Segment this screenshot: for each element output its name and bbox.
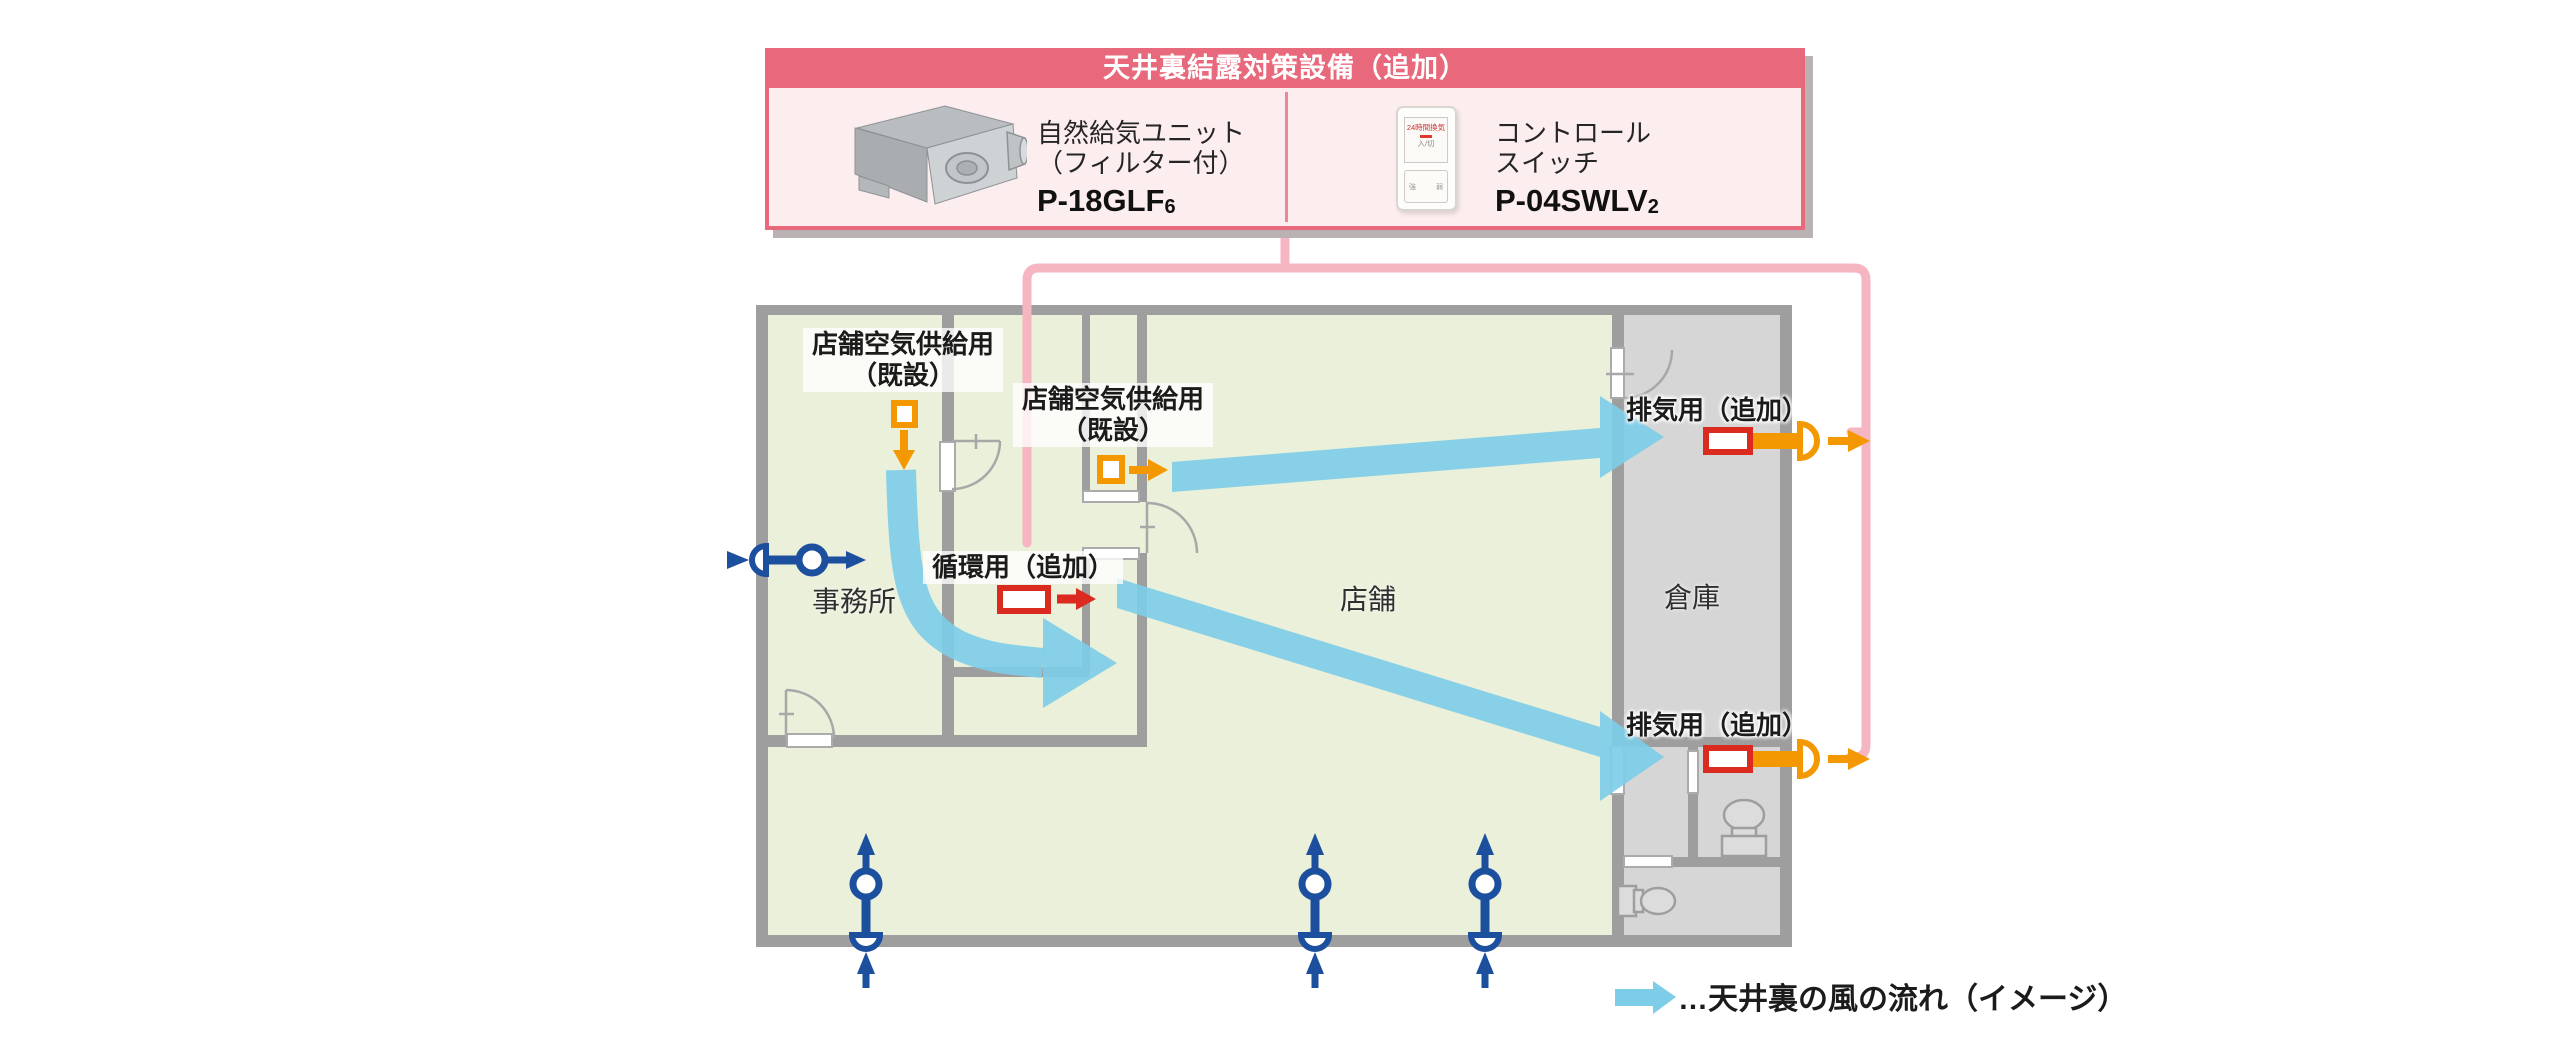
switch-indicator-bar	[1420, 135, 1432, 138]
control-switch-model-base: P-04SWLV	[1495, 183, 1648, 218]
door-gap-office-right	[939, 441, 956, 492]
exhaust-unit-bottom	[1703, 745, 1753, 773]
room-label-store: 店舗	[1339, 584, 1396, 615]
label-supply-office-line2: （既設）	[850, 360, 955, 390]
supply-unit-text: 自然給気ユニット （フィルター付） P-18GLF6	[1037, 118, 1245, 222]
door-gap-office-bottom	[786, 733, 833, 748]
supply-unit-model-base: P-18GLF	[1037, 183, 1165, 218]
room-label-warehouse: 倉庫	[1663, 582, 1720, 613]
label-supply-office: 店舗空気供給用 （既設）	[803, 328, 1003, 392]
wall-toilet-mid	[1612, 857, 1780, 867]
control-switch-photo: 24時間換気 入/切 強 弱	[1396, 106, 1457, 211]
supply-unit-model: P-18GLF6	[1037, 183, 1245, 222]
control-switch-text: コントロール スイッチ P-04SWLV2	[1495, 118, 1659, 222]
control-switch-model: P-04SWLV2	[1495, 183, 1659, 222]
label-supply-store-line1: 店舗空気供給用	[1021, 384, 1204, 414]
circulation-unit	[997, 585, 1051, 614]
slide-gap-toilet-left	[1610, 745, 1625, 795]
switch-mid-label: 入/切	[1417, 139, 1435, 148]
door-gap-warehouse	[1610, 347, 1625, 399]
switch-top-label: 24時間換気	[1406, 123, 1446, 132]
wall-top	[756, 305, 1792, 315]
supply-vent-office	[891, 400, 918, 428]
control-switch-name-line1: コントロール	[1495, 118, 1652, 148]
switch-btn-right: 弱	[1436, 183, 1443, 191]
header-title: 天井裏結露対策設備（追加）	[765, 48, 1805, 88]
vestibule-pocket-top	[1082, 490, 1140, 503]
supply-vent-store	[1097, 455, 1125, 484]
control-switch-indicator: 24時間換気 入/切	[1404, 117, 1448, 163]
label-supply-store-line2: （既設）	[1060, 415, 1165, 445]
control-switch-model-sub: 2	[1647, 196, 1659, 218]
legend-text: …天井裏の風の流れ（イメージ）	[1678, 983, 2128, 1016]
label-circulation: 循環用（追加）	[923, 551, 1123, 584]
label-supply-store: 店舗空気供給用 （既設）	[1013, 383, 1213, 447]
header-divider	[1285, 92, 1288, 222]
legend-flow-arrow-icon	[1615, 981, 1676, 1014]
supply-unit-name-line2: （フィルター付）	[1037, 148, 1245, 178]
control-switch-button: 強 弱	[1404, 170, 1448, 203]
wall-shaft-right-lower	[1137, 553, 1147, 740]
control-switch-name-line2: スイッチ	[1495, 148, 1600, 178]
supply-unit-model-sub: 6	[1164, 196, 1176, 218]
exhaust-unit-top	[1703, 427, 1753, 455]
label-supply-office-line1: 店舗空気供給用	[811, 329, 994, 359]
wall-circroom-bottom	[948, 667, 1090, 677]
room-label-office: 事務所	[811, 586, 896, 617]
supply-unit-photo	[854, 105, 1027, 205]
label-exhaust-top: 排気用（追加）	[1625, 395, 1808, 425]
wall-toilet-vertical	[1688, 747, 1698, 867]
supply-unit-name-line1: 自然給気ユニット	[1037, 118, 1246, 148]
header-box: 天井裏結露対策設備（追加） 自然給気ユニット （フィルター付） P-18GLF6	[765, 48, 1805, 230]
slide-gap-toilet-mid	[1623, 855, 1673, 868]
label-exhaust-bottom: 排気用（追加）	[1625, 710, 1808, 740]
wall-bottom	[756, 935, 1792, 947]
header-body: 自然給気ユニット （フィルター付） P-18GLF6 24時間換気 入/切 強 …	[769, 88, 1801, 226]
slide-gap-toilet-vert	[1687, 750, 1699, 794]
switch-btn-left: 強	[1409, 183, 1416, 191]
wall-left	[756, 305, 768, 947]
